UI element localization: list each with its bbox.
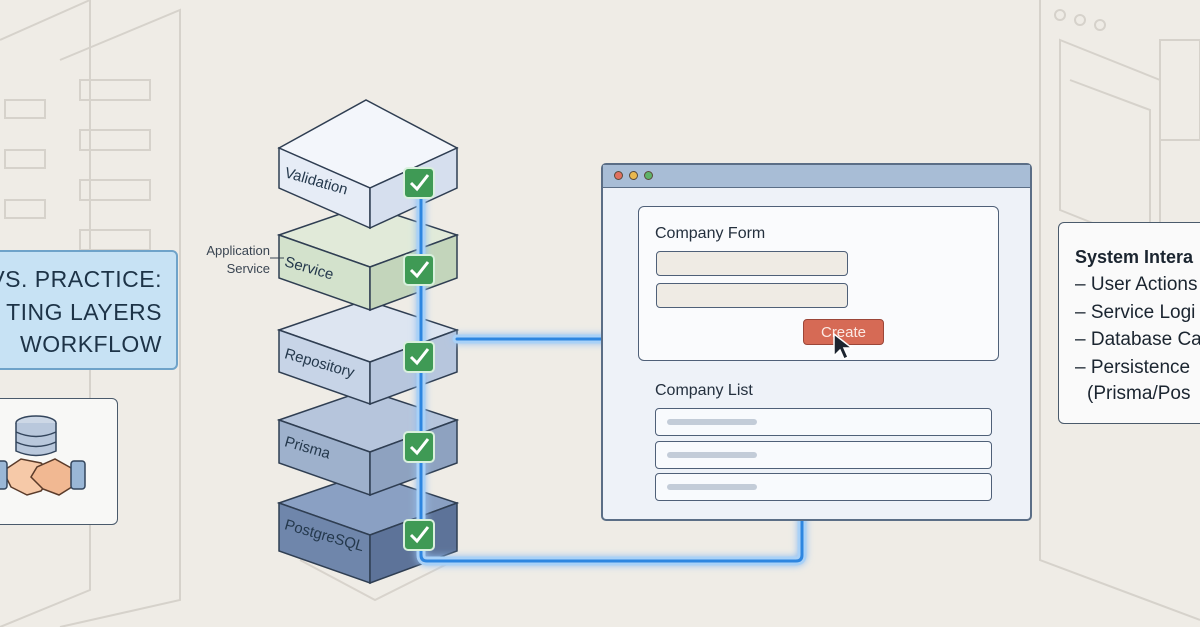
checkmark-icon	[403, 431, 435, 463]
system-item: – User Actions	[1075, 274, 1198, 295]
title-line-2: TING LAYERS	[6, 299, 162, 325]
company-detail-input[interactable]	[656, 283, 848, 308]
maximize-dot-icon[interactable]	[644, 171, 653, 180]
company-form-panel: Company Form Create	[638, 206, 999, 361]
icon-card	[0, 398, 118, 525]
callout-line-2: Service	[226, 261, 270, 276]
cursor-arrow-icon	[833, 332, 854, 361]
application-service-callout: Application Service	[196, 242, 270, 278]
system-item: (Prisma/Pos	[1087, 383, 1191, 404]
system-interactions-panel: System Intera – User Actions – Service L…	[1058, 222, 1200, 424]
checkmark-icon	[403, 519, 435, 551]
browser-window: Company Form Create Company List	[601, 163, 1032, 521]
system-item: – Service Logi	[1075, 302, 1196, 323]
company-form-title: Company Form	[655, 225, 766, 242]
system-item: – Persistence	[1075, 357, 1191, 378]
list-item[interactable]	[655, 408, 992, 436]
callout-line-1: Application	[206, 243, 270, 258]
company-name-input[interactable]	[656, 251, 848, 276]
database-icon	[15, 415, 57, 457]
checkmark-icon	[403, 254, 435, 286]
system-panel-title: System Intera	[1075, 247, 1194, 267]
title-banner: VS. PRACTICE: TING LAYERS WORKFLOW	[0, 250, 178, 370]
list-item[interactable]	[655, 473, 992, 501]
checkmark-icon	[403, 341, 435, 373]
list-item[interactable]	[655, 441, 992, 469]
minimize-dot-icon[interactable]	[629, 171, 638, 180]
browser-title-bar	[603, 165, 1030, 188]
system-item: – Database Ca	[1075, 329, 1200, 350]
company-list-title: Company List	[655, 382, 753, 399]
handshake-icon	[0, 458, 86, 496]
title-line-3: WORKFLOW	[20, 331, 162, 357]
checkmark-icon	[403, 167, 435, 199]
close-dot-icon[interactable]	[614, 171, 623, 180]
title-line-1: VS. PRACTICE:	[0, 266, 162, 292]
layer-validation	[277, 99, 459, 230]
